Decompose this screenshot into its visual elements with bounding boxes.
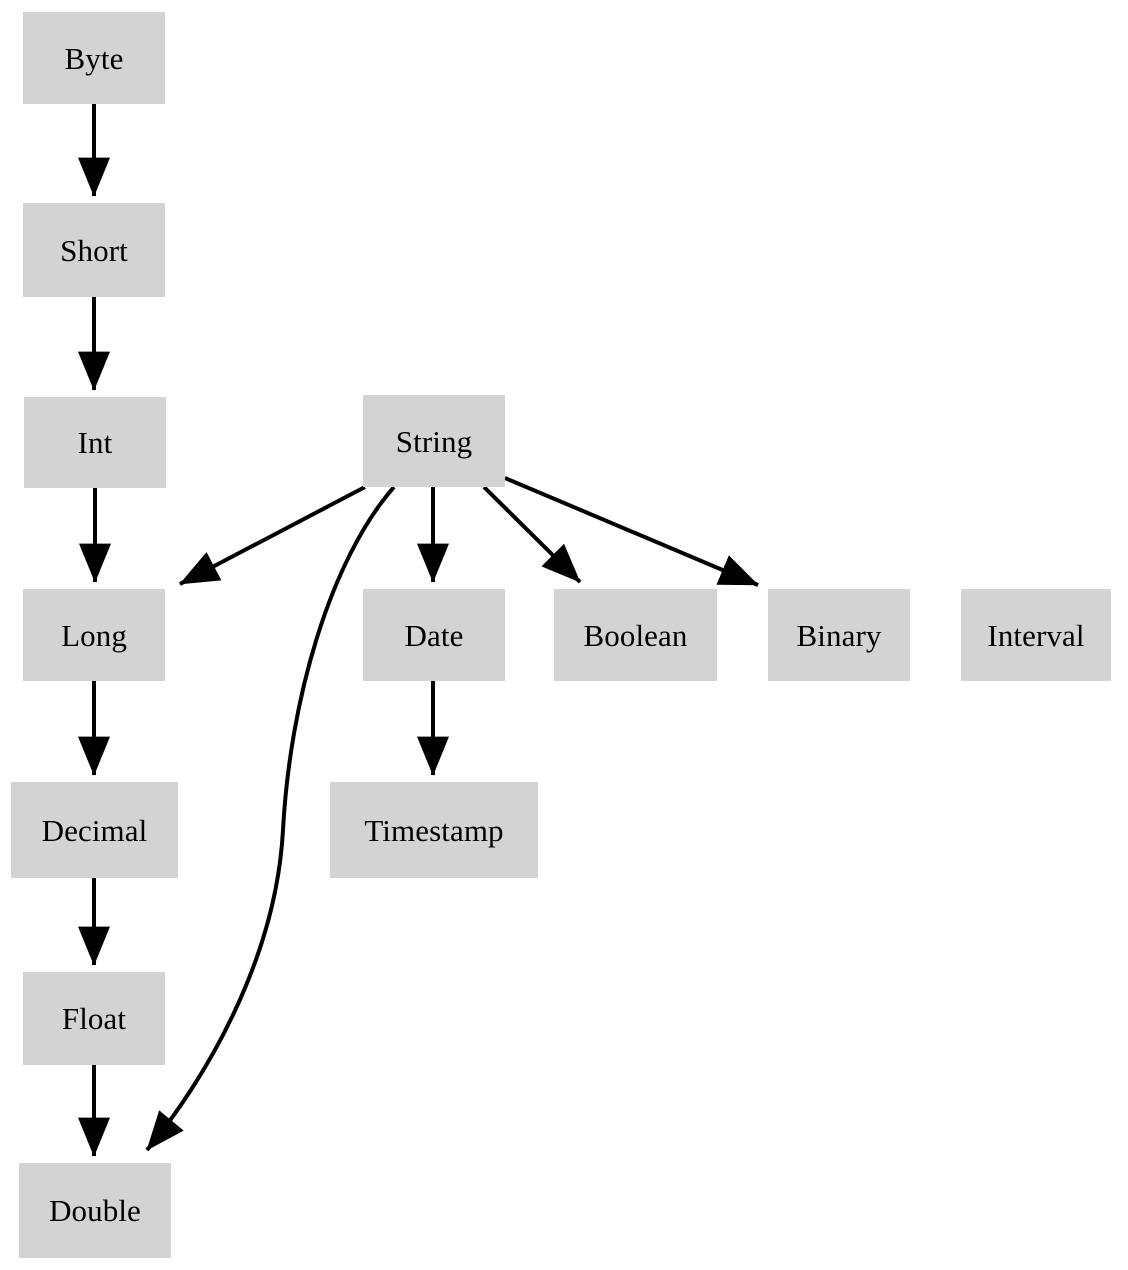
node-interval[interactable]: Interval: [961, 589, 1111, 681]
node-decimal[interactable]: Decimal: [11, 782, 178, 878]
node-decimal-label: Decimal: [41, 812, 148, 848]
node-date[interactable]: Date: [363, 589, 505, 681]
node-double-label: Double: [49, 1193, 141, 1228]
node-binary-label: Binary: [796, 617, 882, 653]
node-timestamp[interactable]: Timestamp: [330, 782, 538, 878]
node-long-label: Long: [61, 617, 127, 653]
node-date-label: Date: [404, 617, 464, 653]
node-byte[interactable]: Byte: [23, 12, 165, 104]
node-double[interactable]: Double: [19, 1163, 171, 1258]
node-short-label: Short: [60, 232, 128, 268]
node-string-label: String: [395, 423, 473, 459]
node-interval-label: Interval: [987, 617, 1085, 653]
edge-string-long: [179, 485, 366, 586]
node-byte-label: Byte: [64, 40, 124, 76]
node-short[interactable]: Short: [23, 203, 165, 297]
node-float[interactable]: Float: [23, 972, 165, 1065]
node-binary[interactable]: Binary: [768, 589, 910, 681]
node-boolean[interactable]: Boolean: [554, 589, 717, 681]
node-int-label: Int: [77, 425, 113, 460]
edge-string-binary: [504, 476, 759, 587]
node-boolean-label: Boolean: [583, 617, 688, 653]
node-string[interactable]: String: [363, 395, 505, 487]
node-float-label: Float: [61, 1001, 127, 1036]
node-long[interactable]: Long: [23, 589, 165, 681]
edge-string-boolean: [482, 485, 582, 584]
node-timestamp-label: Timestamp: [364, 812, 504, 848]
node-int[interactable]: Int: [24, 397, 166, 488]
